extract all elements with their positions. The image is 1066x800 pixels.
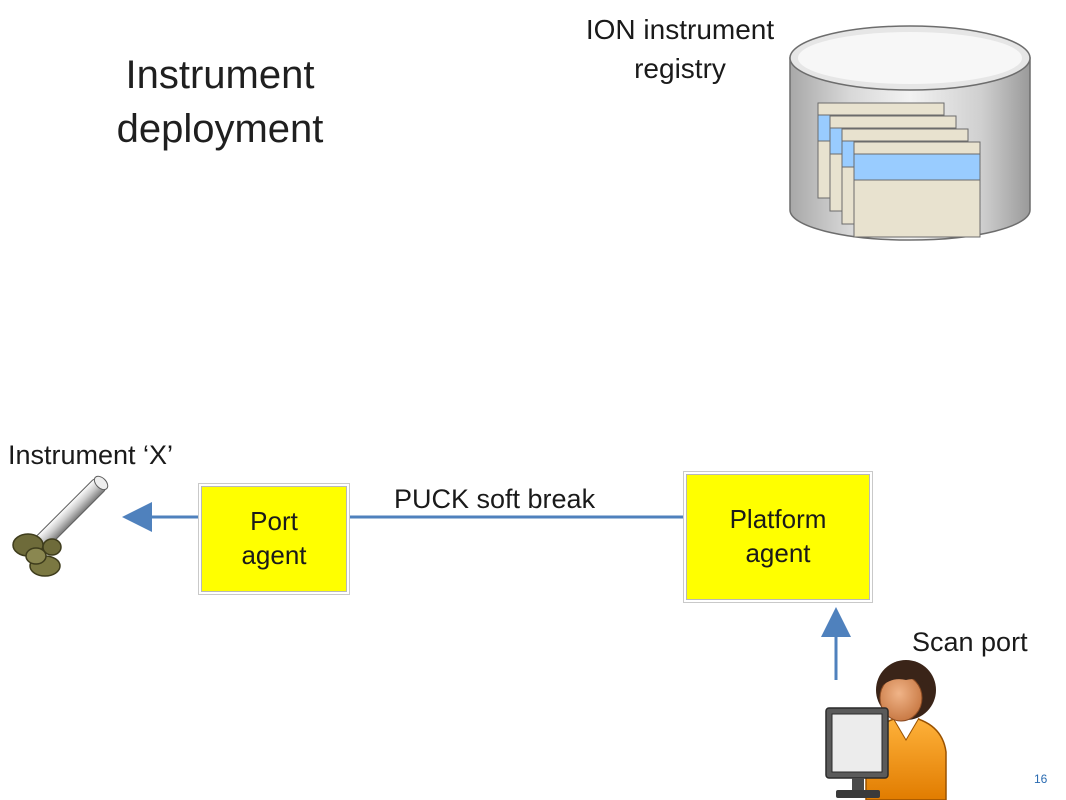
platform-agent-box: Platform agent xyxy=(686,474,870,600)
registry-record xyxy=(853,141,981,238)
scan-port-label: Scan port xyxy=(912,627,1028,657)
user-at-computer-icon xyxy=(825,660,947,800)
registry-label: ION instrument registry xyxy=(585,14,775,85)
port-agent-label: Port agent xyxy=(241,506,307,570)
instrument-label: Instrument ‘X’ xyxy=(8,440,174,470)
port-agent-box: Port agent xyxy=(201,486,347,592)
page-number: 16 xyxy=(1034,772,1048,786)
connection-label: PUCK soft break xyxy=(394,484,596,514)
slide-title: Instrument deployment xyxy=(60,48,380,156)
platform-agent-label: Platform agent xyxy=(729,504,827,568)
registry-record-stack xyxy=(817,102,981,238)
slide-title-text: Instrument deployment xyxy=(116,53,324,151)
instrument-probe-icon xyxy=(12,475,109,577)
